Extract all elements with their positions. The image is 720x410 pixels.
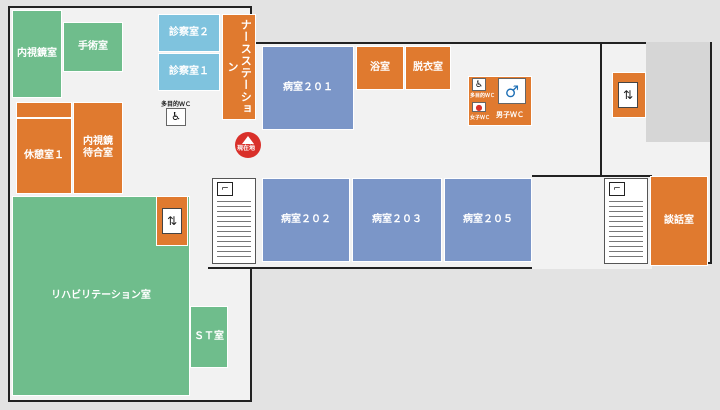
- room-st-label: ＳＴ室: [194, 331, 224, 342]
- room-consultation-label: 談話室: [664, 215, 694, 226]
- room-ward-203: 病室２０３: [352, 178, 442, 262]
- male-toilet-icon: ♂: [498, 78, 526, 104]
- wheelchair-icon: ♿: [166, 107, 186, 126]
- wc-male-label: 男子ＷＣ: [496, 111, 524, 119]
- room-nurse-station-label: ナースステーション: [226, 19, 253, 115]
- wc-multipurpose-small-label: 多目的ＷＣ: [470, 93, 496, 99]
- room-rest-1: 休憩室１: [16, 118, 72, 194]
- stairs-icon: ⌐: [609, 182, 625, 196]
- room-endoscopy: 内視鏡室: [12, 10, 62, 98]
- stairs-left: ⌐: [212, 178, 256, 264]
- room-bath: 浴室: [356, 46, 404, 90]
- room-ward-205: 病室２０５: [444, 178, 532, 262]
- room-ward-202: 病室２０２: [262, 178, 350, 262]
- wheelchair-icon: ♿: [472, 78, 486, 91]
- room-endoscopy-waiting-label: 内視鏡待合室: [83, 136, 113, 159]
- room-bath-label: 浴室: [370, 62, 390, 73]
- room-dressing: 脱衣室: [405, 46, 451, 90]
- room-endoscopy-waiting: 内視鏡待合室: [73, 102, 123, 194]
- room-rest-top-strip: [16, 102, 72, 118]
- room-exam-2-label: 診察室２: [169, 27, 209, 38]
- multipurpose-wc: 多目的ＷＣ ♿: [158, 96, 194, 128]
- room-ward-205-label: 病室２０５: [463, 214, 513, 225]
- room-ward-201: 病室２０１: [262, 46, 354, 130]
- current-location-label: 現在地: [237, 145, 256, 152]
- room-ward-202-label: 病室２０２: [281, 214, 331, 225]
- room-ward-203-label: 病室２０３: [372, 214, 422, 225]
- stairs-icon: ⌐: [217, 182, 233, 196]
- room-rehabilitation-label: リハビリテーション室: [51, 290, 151, 301]
- room-rest-1-label: 休憩室１: [24, 150, 64, 161]
- room-ward-201-label: 病室２０１: [283, 82, 333, 93]
- room-st: ＳＴ室: [190, 306, 228, 368]
- room-dressing-label: 脱衣室: [413, 62, 443, 73]
- elevator-icon: ⇅: [618, 82, 638, 108]
- multipurpose-wc-label: 多目的ＷＣ: [160, 100, 191, 108]
- room-consultation: 談話室: [650, 176, 708, 266]
- room-exam-1: 診察室１: [158, 53, 220, 91]
- room-nurse-station: ナースステーション: [222, 14, 256, 120]
- room-endoscopy-label: 内視鏡室: [17, 48, 57, 59]
- room-surgery-label: 手術室: [78, 41, 108, 52]
- room-exam-2: 診察室２: [158, 14, 220, 52]
- stairs-steps: [609, 197, 643, 259]
- wc-female-small-label: 女子ＷＣ: [470, 115, 491, 121]
- room-surgery: 手術室: [63, 22, 123, 72]
- right-shaft: [646, 42, 710, 142]
- female-toilet-icon: ●: [472, 102, 486, 112]
- current-location-marker: [235, 132, 261, 158]
- stairs-steps: [217, 197, 251, 259]
- room-exam-1-label: 診察室１: [169, 66, 209, 77]
- elevator-icon: ⇅: [162, 208, 182, 234]
- stairs-right: ⌐: [604, 178, 648, 264]
